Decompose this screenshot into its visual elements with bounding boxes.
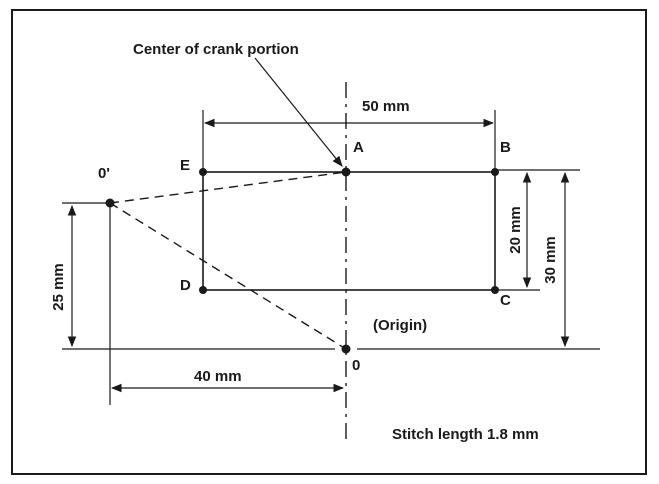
dim-50mm-label: 50 mm — [362, 98, 410, 115]
point-a-dot — [341, 167, 351, 177]
point-origin-dot — [341, 344, 351, 354]
dashed-line-to-origin — [109, 202, 347, 350]
point-e-label: E — [180, 157, 190, 174]
stitch-rectangle — [202, 171, 496, 291]
point-c-label: C — [500, 292, 511, 309]
dim-25mm-label: 25 mm — [50, 263, 67, 311]
point-b-label: B — [500, 139, 511, 156]
point-c-dot — [491, 286, 499, 294]
dim-30mm-label: 30 mm — [542, 236, 559, 284]
stitch-length-note: Stitch length 1.8 mm — [392, 426, 539, 443]
point-d-dot — [199, 286, 207, 294]
point-origin-label: 0 — [352, 357, 360, 374]
dashed-line-to-a — [109, 171, 347, 204]
point-e-dot — [199, 168, 207, 176]
crank-center-label: Center of crank portion — [133, 41, 299, 58]
crank-leader-arrow — [254, 57, 343, 167]
origin-note: (Origin) — [373, 317, 427, 334]
dim-20mm-label: 20 mm — [507, 206, 524, 254]
dim-40mm-label: 40 mm — [194, 368, 242, 385]
point-0prime-dot — [105, 198, 115, 208]
point-b-dot — [491, 168, 499, 176]
point-a-label: A — [353, 139, 364, 156]
outer-frame — [11, 9, 647, 475]
point-d-label: D — [180, 277, 191, 294]
point-0prime-label: 0' — [98, 165, 110, 182]
